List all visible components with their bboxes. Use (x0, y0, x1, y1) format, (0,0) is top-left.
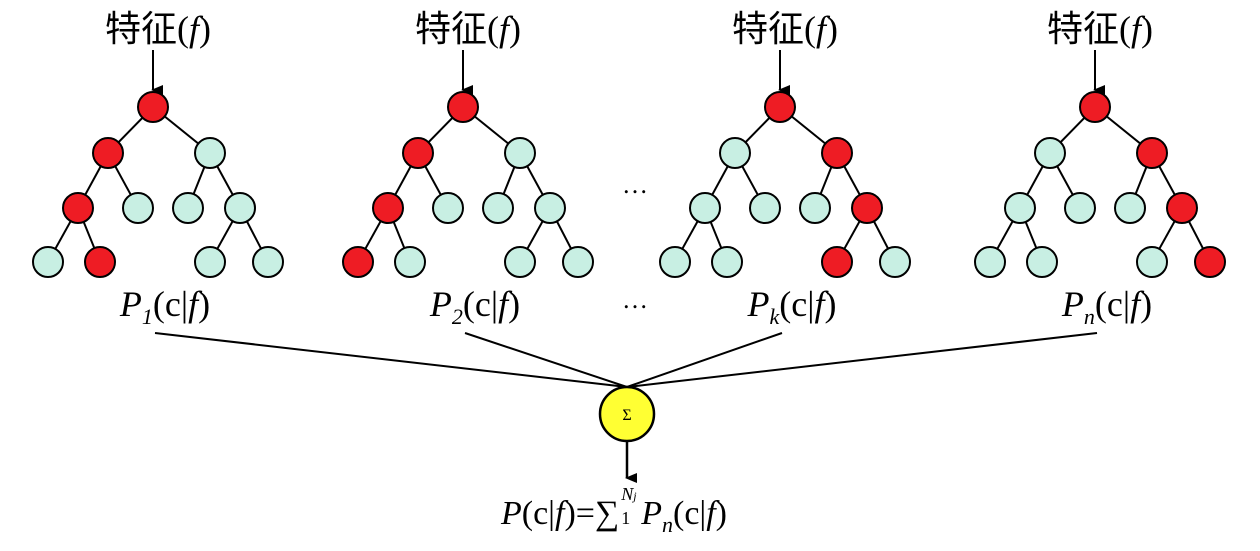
tree-node-active (137, 91, 169, 123)
tree-probability-label: P2(c|f) (429, 284, 521, 329)
tree-node-active (1079, 91, 1111, 123)
formula-p: P (500, 495, 522, 532)
sum-symbol: Σ (622, 407, 631, 424)
tree-node-active (372, 192, 404, 224)
tree-node (432, 192, 464, 224)
tree-node (719, 137, 751, 169)
tree-node-active (1166, 192, 1198, 224)
formula-var2: f (706, 495, 716, 532)
tree-node-active (1194, 246, 1226, 278)
tree-node (879, 246, 911, 278)
tree-node (711, 246, 743, 278)
formula-pn: P (641, 495, 662, 532)
tree-node (1026, 246, 1058, 278)
tree-node (504, 137, 536, 169)
tree-node (534, 192, 566, 224)
tree-node (1064, 192, 1096, 224)
formula-close: ) (715, 495, 728, 532)
tree-node-active (447, 91, 479, 123)
tree-k (626, 50, 911, 388)
tree-node-active (1136, 137, 1168, 169)
aggregation-line (154, 332, 628, 388)
feature-label: 特征(f) (104, 9, 212, 49)
formula-eq-sum: )=∑ (564, 495, 620, 532)
tree-node (394, 246, 426, 278)
tree-node (1114, 192, 1146, 224)
ellipsis-labels: … (622, 285, 648, 314)
aggregation-line (626, 332, 783, 388)
aggregation-line (626, 332, 1098, 388)
tree-node (252, 246, 284, 278)
tree-node-active (342, 246, 374, 278)
tree-1 (32, 50, 628, 388)
ellipsis-trees: … (622, 170, 648, 199)
tree-node (122, 192, 154, 224)
tree-node (482, 192, 514, 224)
tree-node-active (402, 137, 434, 169)
tree-2 (342, 50, 628, 388)
aggregation-line (464, 332, 628, 388)
tree-node-active (92, 137, 124, 169)
tree-probability-label: Pk(c|f) (747, 284, 837, 329)
tree-node (172, 192, 204, 224)
tree-node (32, 246, 64, 278)
tree-node (749, 192, 781, 224)
tree-node-active (764, 91, 796, 123)
tree-node (974, 246, 1006, 278)
sum-lower: 1 (621, 508, 631, 528)
feature-label: 特征(f) (1046, 9, 1154, 49)
tree-node (659, 246, 691, 278)
tree-node-active (851, 192, 883, 224)
tree-node (194, 246, 226, 278)
feature-label: 特征(f) (414, 9, 522, 49)
tree-node-active (84, 246, 116, 278)
tree-node (1136, 246, 1168, 278)
formula-var: f (555, 495, 565, 532)
sum-limits: 1 Nj (619, 484, 641, 528)
tree-node (504, 246, 536, 278)
tree-node (1034, 137, 1066, 169)
tree-node-active (821, 246, 853, 278)
tree-node (1004, 192, 1036, 224)
formula-pn-sub: n (661, 512, 673, 537)
tree-node-active (62, 192, 94, 224)
tree-probability-label: Pn(c|f) (1061, 284, 1153, 329)
formula-cond: (c| (521, 495, 556, 532)
tree-node (689, 192, 721, 224)
tree-node (562, 246, 594, 278)
tree-node (224, 192, 256, 224)
feature-label: 特征(f) (731, 9, 839, 49)
tree-node (194, 137, 226, 169)
tree-probability-label: P1(c|f) (119, 284, 211, 329)
tree-node (799, 192, 831, 224)
tree-node-active (821, 137, 853, 169)
sum-upper: Nj (621, 484, 637, 504)
tree-n (626, 50, 1226, 388)
formula-cond2: (c| (672, 495, 707, 532)
